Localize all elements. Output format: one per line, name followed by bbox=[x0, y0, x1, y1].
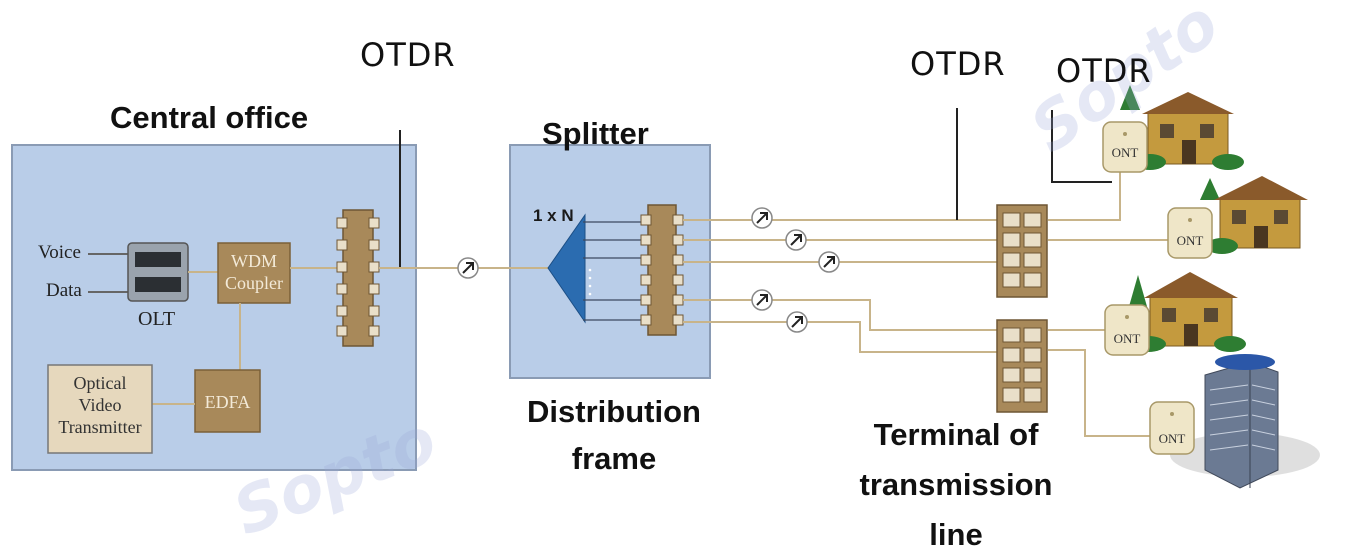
house-1 bbox=[1120, 85, 1244, 170]
otdr-label-2: OTDR bbox=[910, 45, 1006, 83]
ont-label-2: ONT bbox=[1176, 233, 1204, 248]
split-ratio-label: 1 x N bbox=[533, 206, 574, 225]
otdr-label-3: OTDR bbox=[1056, 52, 1152, 90]
ont-device-3 bbox=[1104, 304, 1150, 356]
drop-connector-5 bbox=[786, 311, 808, 333]
otdr-label-1: OTDR bbox=[360, 36, 456, 74]
wdm-coupler-label: WDM Coupler bbox=[225, 251, 283, 293]
ont-label-3: ONT bbox=[1113, 331, 1141, 346]
central-office-label: Central office bbox=[110, 100, 309, 135]
ont-label-1: ONT bbox=[1111, 145, 1139, 160]
video-transmitter-label: Optical Video Transmitter bbox=[58, 373, 142, 437]
df-patch-panel bbox=[640, 204, 684, 336]
ont-device-1 bbox=[1102, 121, 1148, 173]
drop-connector-3 bbox=[818, 251, 840, 273]
office-building bbox=[1170, 354, 1320, 489]
splitter-label: Splitter bbox=[542, 116, 649, 151]
terminal-box-1 bbox=[996, 204, 1048, 298]
splitter-triangle bbox=[547, 213, 586, 324]
ont-device-4 bbox=[1149, 401, 1195, 455]
co-patch-panel bbox=[336, 209, 380, 347]
edfa-box bbox=[194, 369, 261, 433]
olt-label: OLT bbox=[138, 308, 176, 330]
pon-diagram: Sopto Sopto OTDR OTDR OTDR Central offic… bbox=[11, 0, 1320, 552]
feeder-connector bbox=[457, 257, 479, 279]
olt-device bbox=[127, 242, 189, 302]
house-2 bbox=[1200, 176, 1308, 254]
drop-connector-1 bbox=[751, 207, 773, 229]
video-transmitter-box bbox=[47, 364, 153, 454]
terminal-box-2 bbox=[996, 319, 1048, 413]
house-3 bbox=[1128, 272, 1246, 352]
diagram-graphics bbox=[11, 85, 1320, 489]
voice-label: Voice bbox=[38, 242, 81, 263]
ont-device-2 bbox=[1167, 207, 1213, 259]
drop-connector-4 bbox=[751, 289, 773, 311]
terminal-label: Terminal of transmission line bbox=[859, 417, 1053, 552]
ont-label-4: ONT bbox=[1158, 431, 1186, 446]
drop-connector-2 bbox=[785, 229, 807, 251]
distribution-frame-label: Distribution frame bbox=[527, 394, 701, 476]
edfa-label: EDFA bbox=[204, 392, 251, 412]
data-label: Data bbox=[46, 280, 82, 301]
wdm-coupler-box bbox=[217, 242, 291, 304]
